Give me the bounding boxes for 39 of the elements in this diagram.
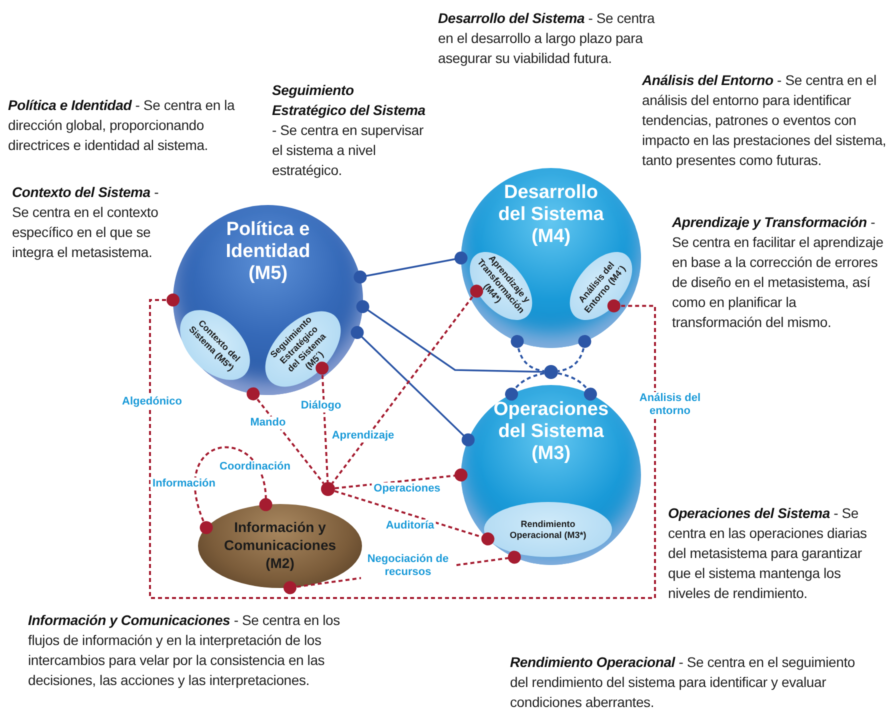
flow-label: Coordinación <box>218 460 292 474</box>
module-title: Política e Identidad (M5) <box>224 219 312 285</box>
module-title: Desarrollo del Sistema (M4) <box>497 182 605 248</box>
edge-label: Información <box>150 478 218 490</box>
dashed-connector <box>505 372 544 401</box>
dashed-connector <box>316 362 329 482</box>
dashed-connector <box>510 334 544 372</box>
description-text: Desarrollo del Sistema - Se centra en el desarrollo a largo plazo para asegurar su viabilidad futura. <box>438 9 656 68</box>
description-text: Operaciones del Sistema - Se centra en las operaciones diarias del metasistema para garantizar que el sistema mantenga los niveles de rendimiento. <box>668 504 868 603</box>
description-text: Contexto del Sistema - Se centra en el contexto específico en el que se integra el metasistema. <box>12 183 160 262</box>
edge-label: Algedónico <box>120 396 184 408</box>
edge-label: Negociación de recursos <box>361 553 455 579</box>
dashed-connector <box>558 334 592 372</box>
module-title: Operaciones del Sistema (M3) <box>492 399 610 465</box>
description-text: Aprendizaje y Transformación - Se centra en facilitar el aprendizaje en base a la corrección de errores de diseño en el metasistema, así como en planificar la transformación del mismo. <box>672 213 884 332</box>
edge-label: Operaciones <box>372 482 442 496</box>
dashed-connector <box>558 372 597 401</box>
connector-line <box>356 300 544 373</box>
description-text: Información y Comunicaciones - Se centra en los flujos de información y en la interpretación de los intercambios para velar por la consistencia en las decisiones, las acciones y las interpretaciones. <box>28 611 341 690</box>
connector-line <box>354 252 468 284</box>
junction-dot <box>321 482 335 496</box>
connector-line <box>350 326 475 446</box>
description-text: Política e Identidad - Se centra en la dirección global, proporcionando directrices e identidad al sistema. <box>8 96 236 155</box>
dashed-connector <box>194 446 272 534</box>
module-title: Información y Comunicaciones (M2) <box>222 518 338 572</box>
submodule-ellipse <box>484 502 612 557</box>
description-text: Seguimiento Estratégico del Sistema - Se centra en supervisar el sistema a nivel estratégico. <box>272 81 426 180</box>
dashed-connector <box>246 387 324 484</box>
description-text: Análisis del Entorno - Se centra en el análisis del entorno para identificar tendencias, patrones o eventos con impacto en las prestaciones del sistema, tanto presentes como futuras. <box>642 71 887 170</box>
edge-label: Aprendizaje <box>330 430 396 442</box>
edge-label: Mando <box>248 416 288 430</box>
dashed-connector <box>331 284 484 484</box>
description-text: Rendimiento Operacional - Se centra en el seguimiento del rendimiento del sistema para identificar y evaluar condiciones aberrantes. <box>510 653 855 712</box>
dashed-connector <box>149 294 656 599</box>
submodule-label: Rendimiento Operacional (M3*) <box>508 518 588 540</box>
dashed-connector <box>334 468 468 490</box>
junction-dot <box>544 365 558 379</box>
dashed-connector <box>334 490 494 546</box>
edge-label: Diálogo <box>298 400 344 412</box>
